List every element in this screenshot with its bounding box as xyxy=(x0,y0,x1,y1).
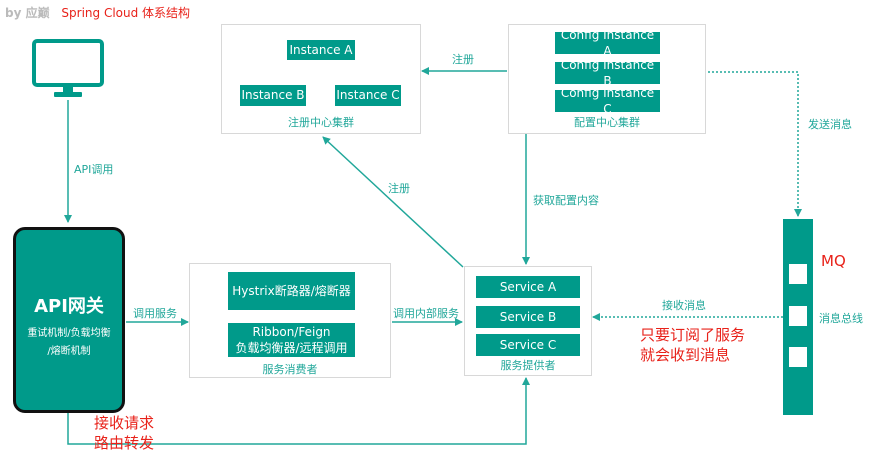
label-api-call: API调用 xyxy=(74,163,114,176)
mq-label: MQ xyxy=(821,252,846,270)
label-get-config: 获取配置内容 xyxy=(533,194,599,207)
registry-instance-b: Instance B xyxy=(240,85,306,106)
config-instance-b: Config Instance B xyxy=(555,58,660,88)
label-call-service: 调用服务 xyxy=(133,307,177,320)
config-instance-c: Config Instance C xyxy=(555,86,660,116)
ribbon-box: Ribbon/Feign 负载均衡器/远程调用 xyxy=(228,323,355,357)
mq-slot-1 xyxy=(789,264,807,284)
hystrix-box: Hystrix断路器/熔断器 xyxy=(228,272,355,310)
registry-instance-a: Instance A xyxy=(287,40,355,60)
label-call-internal: 调用内部服务 xyxy=(393,307,459,320)
registry-instance-c: Instance C xyxy=(335,85,401,106)
label-receive-message: 接收消息 xyxy=(662,299,706,312)
annotation-subscribe-line1: 只要订阅了服务 xyxy=(640,326,746,344)
author-label: by 应巅 xyxy=(5,6,50,20)
registry-caption: 注册中心集群 xyxy=(288,116,354,129)
label-register-top: 注册 xyxy=(452,53,474,66)
header: by 应巅 Spring Cloud 体系结构 xyxy=(5,4,190,21)
arrow-send-message xyxy=(660,71,802,217)
provider-caption: 服务提供者 xyxy=(500,359,556,372)
annotation-gateway-line2: 路由转发 xyxy=(94,434,155,452)
gateway-line1: 重试机制/负载均衡 xyxy=(27,328,111,339)
service-a: Service A xyxy=(476,276,580,298)
config-instance-a: Config Instance A xyxy=(555,28,660,58)
ribbon-line2: 负载均衡器/远程调用 xyxy=(235,341,348,355)
monitor-icon xyxy=(32,39,104,97)
arrow-route-forward xyxy=(67,377,530,445)
mq-slot-2 xyxy=(789,306,807,326)
api-gateway: API网关 重试机制/负载均衡 /熔断机制 xyxy=(13,227,125,413)
arrow-register-diag xyxy=(322,136,464,268)
consumer-caption: 服务消费者 xyxy=(262,363,318,376)
annotation-gateway-line1: 接收请求 xyxy=(94,414,155,432)
service-b: Service B xyxy=(476,306,580,328)
service-c: Service C xyxy=(476,334,580,356)
annotation-gateway: 接收请求 路由转发 xyxy=(94,413,154,453)
annotation-subscribe-line2: 就会收到消息 xyxy=(640,346,731,364)
mq-slot-3 xyxy=(789,347,807,367)
gateway-line2: /熔断机制 xyxy=(47,346,91,357)
ribbon-line1: Ribbon/Feign xyxy=(252,324,331,339)
label-bus: 消息总线 xyxy=(819,312,863,325)
label-send-message: 发送消息 xyxy=(808,118,852,131)
gateway-title: API网关 xyxy=(34,296,104,317)
mq-bus xyxy=(783,219,813,415)
annotation-subscribe: 只要订阅了服务 就会收到消息 xyxy=(640,325,745,365)
label-register-diag: 注册 xyxy=(388,182,410,195)
diagram-title: Spring Cloud 体系结构 xyxy=(61,6,191,20)
config-caption: 配置中心集群 xyxy=(574,116,640,129)
